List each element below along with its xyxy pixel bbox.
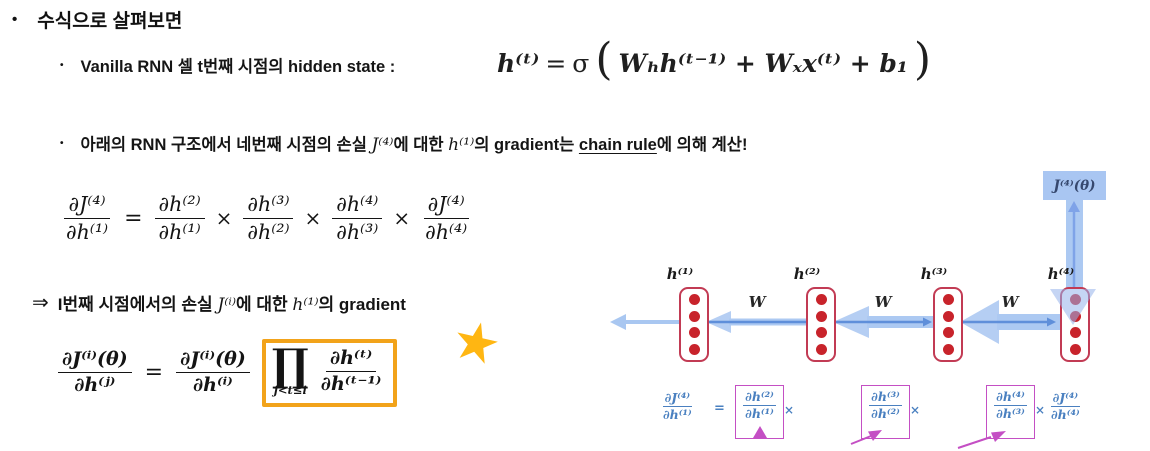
node-dot (688, 294, 700, 306)
times-sign: × (393, 206, 411, 231)
node-dot (688, 327, 700, 339)
chain-rule-text: 아래의 RNN 구조에서 네번째 시점의 손실 J⁽⁴⁾에 대한 h⁽¹⁾의 g… (81, 131, 748, 155)
loss-ji-symbol: J⁽ⁱ⁾ (217, 295, 237, 315)
loss-j4-symbol: J⁽⁴⁾ (371, 135, 394, 155)
node-label-h1: h⁽¹⁾ (666, 265, 694, 283)
text-post: 에 의해 계산! (656, 136, 748, 154)
node-dot (942, 327, 954, 339)
equals-sign: = (144, 360, 164, 386)
weight-label-w3: W (1001, 293, 1019, 311)
blue-equals-sign: = (714, 401, 725, 416)
node-dot (942, 343, 954, 355)
frac-dji-dhi: ∂J⁽ⁱ⁾(θ) ∂h⁽ⁱ⁾ (176, 348, 250, 397)
highlight-box: ∏ j<t≤i ∂h⁽ᵗ⁾ ∂h⁽ᵗ⁻¹⁾ (261, 339, 398, 407)
frac-dji-dhj: ∂J⁽ⁱ⁾(θ) ∂h⁽ʲ⁾ (58, 348, 132, 397)
node-dot (815, 310, 827, 322)
node-label-h3: h⁽³⁾ (920, 265, 948, 283)
sub-bullet-icon: • (60, 137, 64, 149)
chain-rule-line: • 아래의 RNN 구조에서 네번째 시점의 손실 J⁽⁴⁾에 대한 h⁽¹⁾의… (60, 131, 747, 155)
h1-symbol: h⁽¹⁾ (448, 135, 475, 155)
node-dot (1069, 327, 1081, 339)
node-dot (942, 294, 954, 306)
frac-dh4-dh3: ∂h⁽⁴⁾ ∂h⁽³⁾ (332, 193, 383, 244)
product-limits: j<t≤i (273, 383, 307, 398)
title-row: • 수식으로 살펴보면 (12, 6, 182, 33)
frac-dht-dht1: ∂h⁽ᵗ⁾ ∂h⁽ᵗ⁻¹⁾ (320, 347, 382, 396)
rnn-cell-h1 (679, 287, 709, 362)
product-symbol: ∏ (271, 340, 309, 391)
node-dot (1069, 343, 1081, 355)
blue-times-sign: × (910, 403, 921, 417)
sub-bullet-icon: • (60, 59, 64, 71)
implies-arrow-icon: ⇒ (32, 292, 49, 314)
gradient-flow-left-exit-arrow (610, 314, 681, 330)
text-mid2: 의 gradient는 (474, 136, 579, 154)
equals-sign: = (545, 48, 567, 78)
bullet-icon: • (12, 11, 18, 28)
sigma-symbol: σ (572, 48, 590, 78)
left-paren: ( (595, 34, 613, 86)
node-dot (688, 343, 700, 355)
vanilla-rnn-line: • Vanilla RNN 셀 t번째 시점의 hidden state : (60, 53, 395, 77)
magenta-box-dh3-dh2: ∂h⁽³⁾ ∂h⁽²⁾ (861, 385, 910, 439)
chain-rule-formula: ∂J⁽⁴⁾ ∂h⁽¹⁾ = ∂h⁽²⁾ ∂h⁽¹⁾ × ∂h⁽³⁾ ∂h⁽²⁾ … (62, 193, 471, 244)
chain-rule-underlined: chain rule (578, 136, 657, 154)
text-mid: 에 대한 (236, 295, 293, 314)
rnn-cell-h2 (806, 287, 836, 362)
rnn-cell-h3 (933, 287, 963, 362)
node-dot (942, 310, 954, 322)
weight-label-w1: W (748, 293, 766, 311)
product-operator: ∏ j<t≤i (271, 340, 309, 398)
star-icon: ★ (445, 308, 507, 378)
equals-sign: = (124, 205, 143, 231)
blue-frac-dj4-dh4: ∂J⁽⁴⁾ ∂h⁽⁴⁾ (1050, 390, 1081, 422)
frac-dh3-dh2: ∂h⁽³⁾ ∂h⁽²⁾ (243, 193, 294, 244)
page-title: 수식으로 살펴보면 (37, 11, 183, 32)
text-post: 의 gradient (318, 295, 406, 314)
blue-times-sign: × (1035, 403, 1046, 417)
times-sign: × (215, 206, 233, 231)
right-paren: ) (913, 34, 931, 86)
blue-times-sign: × (784, 403, 795, 417)
gradient-arrowhead-into-h4 (1050, 289, 1096, 325)
frac-dh2-dh1: ∂h⁽²⁾ ∂h⁽¹⁾ (154, 193, 205, 244)
frac-dj4-dh4: ∂J⁽⁴⁾ ∂h⁽⁴⁾ (423, 192, 469, 244)
general-gradient-formula: ∂J⁽ⁱ⁾(θ) ∂h⁽ʲ⁾ = ∂J⁽ⁱ⁾(θ) ∂h⁽ⁱ⁾ ∏ j<t≤i … (58, 339, 398, 407)
text-mid1: 에 대한 (393, 136, 449, 154)
times-sign: × (304, 206, 322, 231)
weight-label-w2: W (874, 293, 892, 311)
hidden-state-formula: h⁽ᵗ⁾ = σ ( Wₕh⁽ᵗ⁻¹⁾ + Wₓx⁽ᵗ⁾ + b₁ ) (497, 37, 931, 89)
text-pre: I번째 시점에서의 손실 (57, 295, 218, 314)
general-gradient-text: I번째 시점에서의 손실 J⁽ⁱ⁾에 대한 h⁽¹⁾의 gradient (58, 290, 406, 315)
node-dot (815, 327, 827, 339)
node-label-h2: h⁽²⁾ (793, 265, 821, 283)
frac-dj4-dh1: ∂J⁽⁴⁾ ∂h⁽¹⁾ (64, 192, 110, 244)
blue-frac-dj4-dh1: ∂J⁽⁴⁾ ∂h⁽¹⁾ (662, 390, 693, 422)
h1-symbol: h⁽¹⁾ (292, 295, 319, 315)
formula-lhs: h⁽ᵗ⁾ (497, 48, 540, 78)
node-dot (815, 294, 827, 306)
general-gradient-line: ⇒ I번째 시점에서의 손실 J⁽ⁱ⁾에 대한 h⁽¹⁾의 gradient (32, 290, 406, 315)
formula-body: Wₕh⁽ᵗ⁻¹⁾ + Wₓx⁽ᵗ⁾ + b₁ (618, 48, 908, 78)
node-dot (815, 343, 827, 355)
magenta-box-dh2-dh1: ∂h⁽²⁾ ∂h⁽¹⁾ (735, 385, 784, 439)
node-label-h4: h⁽⁴⁾ (1047, 265, 1075, 283)
loss-j4-box: J⁽⁴⁾(θ) (1043, 171, 1106, 200)
vanilla-rnn-text: Vanilla RNN 셀 t번째 시점의 hidden state : (80, 58, 396, 76)
node-dot (688, 310, 700, 322)
text-pre: 아래의 RNN 구조에서 네번째 시점의 손실 (80, 136, 372, 154)
magenta-box-dh4-dh3: ∂h⁽⁴⁾ ∂h⁽³⁾ (986, 385, 1035, 439)
